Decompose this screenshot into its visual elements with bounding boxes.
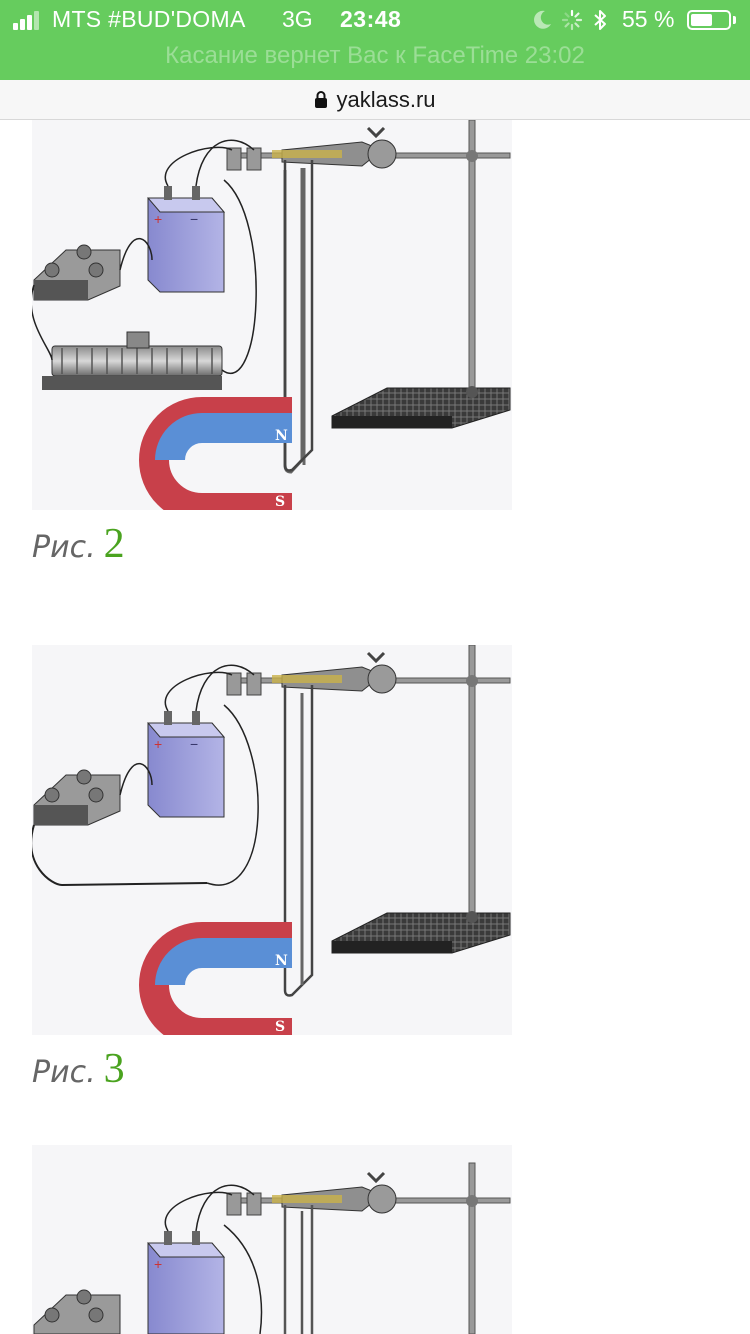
figure-2-caption: Рис.2 — [32, 520, 125, 568]
url-text: yaklass.ru — [336, 87, 436, 112]
figure-4-illustration: + — [32, 1145, 512, 1334]
facetime-return-banner[interactable]: Касание вернет Вас к FaceTime 23:02 — [165, 42, 585, 69]
caption-number: 2 — [103, 521, 125, 567]
wires — [32, 664, 259, 887]
status-bar: MTS #BUD'DOMA 3G 23:48 55 % Касание верн… — [0, 0, 750, 80]
wires — [32, 139, 257, 374]
battery-minus-label: − — [190, 736, 198, 752]
moon-icon — [534, 10, 551, 29]
figure-2-illustration: N S + − — [32, 120, 512, 510]
url-field[interactable]: yaklass.ru — [0, 80, 750, 120]
battery-percent: 55 % — [622, 6, 675, 32]
battery-minus-label: − — [190, 211, 198, 227]
clamp — [226, 651, 397, 696]
battery: + − — [146, 186, 226, 293]
battery-fill — [691, 14, 712, 26]
switch-key — [33, 769, 121, 826]
battery-plus-label: + — [154, 1256, 162, 1272]
caption-number: 3 — [103, 1046, 125, 1092]
magnet-north-label: N — [275, 428, 288, 444]
clamp — [226, 126, 397, 171]
carrier-name: MTS #BUD'DOMA — [52, 6, 246, 32]
switch-key — [33, 244, 121, 301]
bluetooth-icon — [594, 10, 606, 30]
browser-url-bar[interactable]: yaklass.ru — [0, 80, 750, 120]
horseshoe-magnet: N S — [139, 922, 292, 1035]
figure-3-caption: Рис.3 — [32, 1045, 125, 1093]
magnet-north-label: N — [275, 953, 288, 969]
magnet-south-label: S — [275, 1019, 285, 1035]
activity-spinner-icon — [561, 9, 583, 31]
horseshoe-magnet: N S — [139, 397, 292, 510]
caption-prefix: Рис. — [32, 530, 96, 565]
status-row: MTS #BUD'DOMA 3G 23:48 55 % — [0, 0, 750, 42]
figure-3-illustration: N S + − — [32, 645, 512, 1035]
network-type: 3G — [282, 6, 313, 32]
magnet-south-label: S — [275, 494, 285, 510]
clock: 23:48 — [340, 6, 402, 32]
battery-plus-label: + — [154, 211, 162, 227]
battery-icon — [687, 10, 731, 30]
rheostat — [42, 331, 223, 390]
lock-icon — [315, 91, 328, 108]
caption-prefix: Рис. — [32, 1055, 96, 1090]
battery-plus-label: + — [154, 736, 162, 752]
battery-cap — [733, 16, 736, 24]
battery: + − — [146, 711, 226, 818]
signal-icon — [13, 10, 43, 30]
